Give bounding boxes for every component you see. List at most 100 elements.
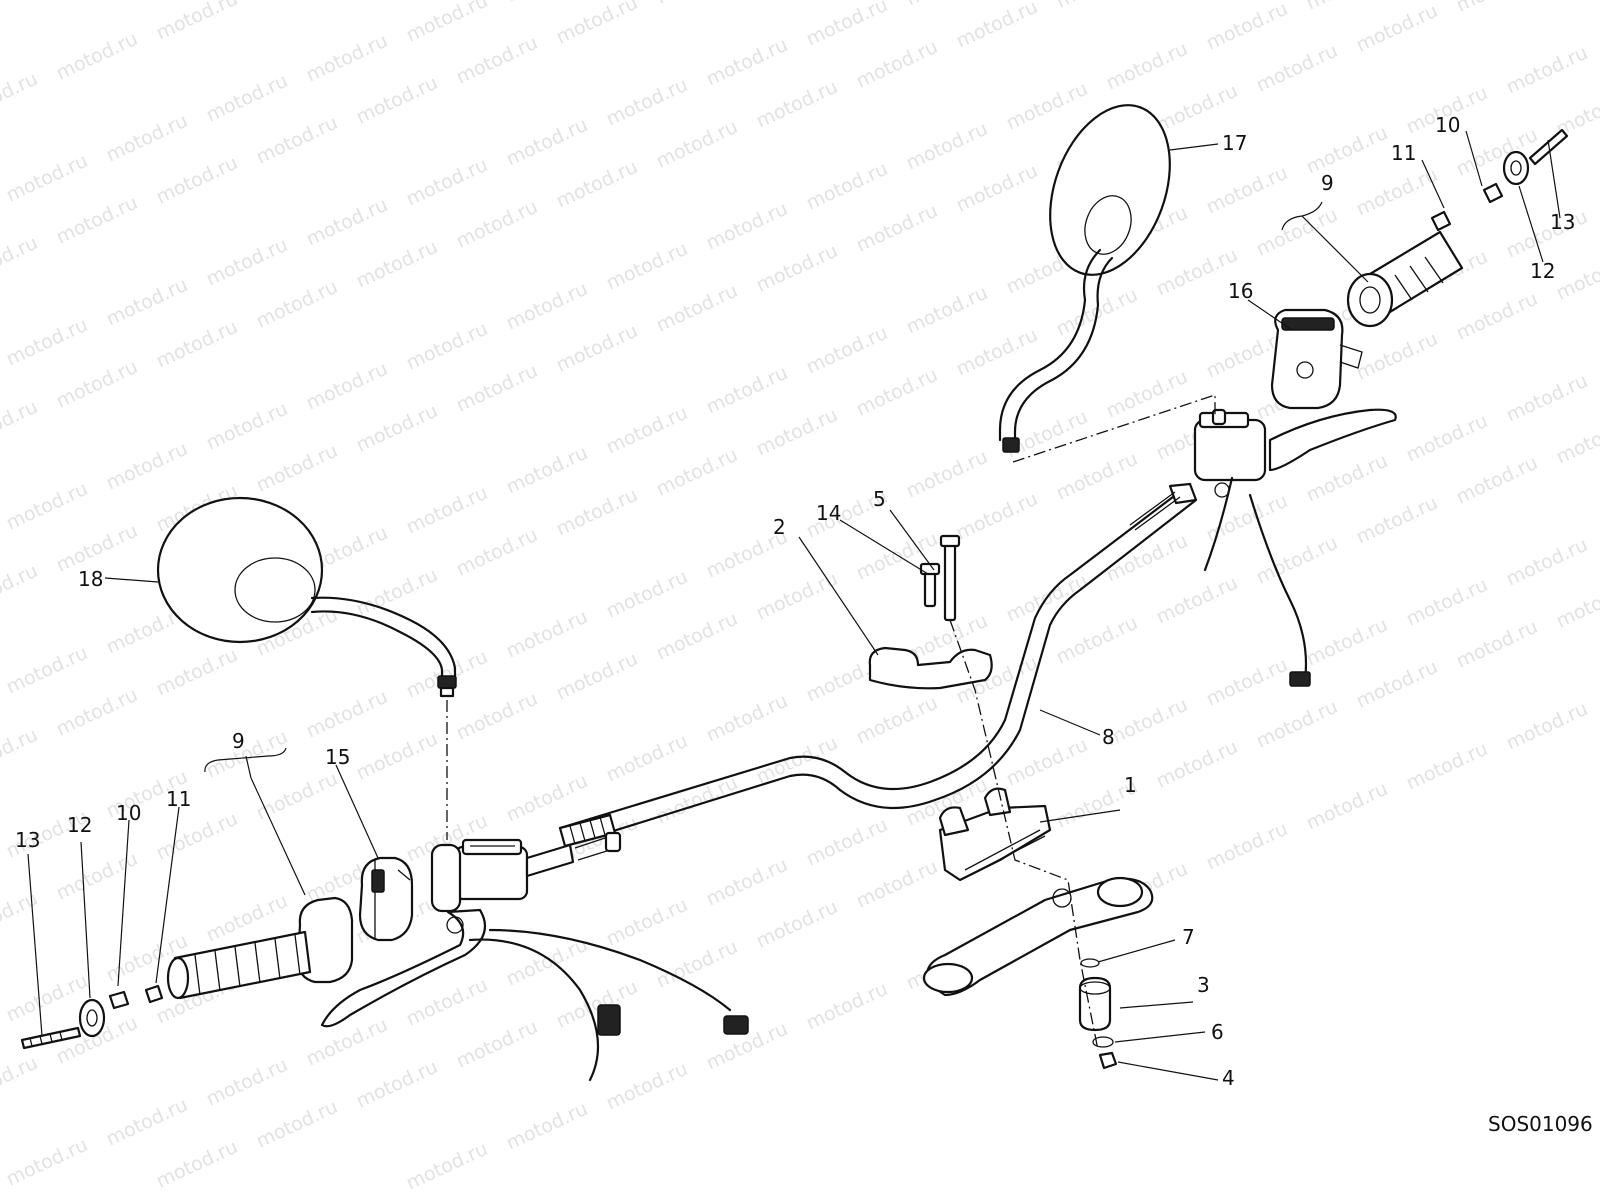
watermark-text: motod.ru [1353, 656, 1441, 713]
watermark-text: motod.ru [503, 442, 591, 499]
watermark-text: motod.ru [303, 1014, 391, 1071]
watermark-text: motod.ru [603, 402, 691, 459]
watermark-text: motod.ru [603, 74, 691, 131]
watermark-text: motod.ru [853, 200, 941, 257]
watermark-text: motod.ru [0, 1052, 41, 1109]
yoke-hardware-parts [1078, 958, 1118, 1070]
watermark-text: motod.ru [753, 404, 841, 461]
watermark-text: motod.ru [0, 560, 41, 617]
callout-3: 3 [1197, 973, 1210, 997]
watermark-text: motod.ru [953, 0, 1041, 53]
watermark-text: motod.ru [3, 1134, 91, 1191]
watermark-text: motod.ru [1003, 78, 1091, 135]
watermark-text: motod.ru [903, 118, 991, 175]
watermark-text: motod.ru [153, 0, 241, 45]
watermark-text: motod.ru [753, 240, 841, 297]
watermark-text: motod.ru [153, 1136, 241, 1193]
watermark-text: motod.ru [753, 896, 841, 953]
watermark-text: motod.ru [603, 1058, 691, 1115]
watermark-text: motod.ru [503, 114, 591, 171]
watermark-text: motod.ru [1503, 698, 1591, 755]
watermark-text: motod.ru [403, 482, 491, 539]
callout-9-right: 9 [1321, 171, 1334, 195]
assembly-lines [446, 394, 1216, 1051]
watermark-text: motod.ru [1303, 0, 1391, 15]
watermark-text: motod.ru [1303, 778, 1391, 835]
left-mirror-part [156, 496, 457, 698]
watermark-text: motod.ru [1103, 38, 1191, 95]
callout-4: 4 [1222, 1066, 1235, 1090]
watermark-text: motod.ru [653, 116, 741, 173]
watermark-text: motod.ru [753, 76, 841, 133]
right-master-cylinder-part [1193, 408, 1397, 687]
watermark-text: motod.ru [253, 1096, 341, 1153]
watermark-text: motod.ru [1453, 452, 1541, 509]
watermark-text: motod.ru [1453, 0, 1541, 17]
callout-11-right: 11 [1391, 141, 1416, 165]
callout-5: 5 [873, 487, 886, 511]
watermark-text: motod.ru [153, 316, 241, 373]
watermark-text: motod.ru [103, 110, 191, 167]
watermark-text: motod.ru [553, 648, 641, 705]
watermark-text: motod.ru [453, 32, 541, 89]
watermark-text: motod.ru [303, 194, 391, 251]
watermark-text: motod.ru [353, 400, 441, 457]
watermark-text: motod.ru [1203, 0, 1291, 55]
watermark-text: motod.ru [1403, 738, 1491, 795]
watermark-text: motod.ru [653, 444, 741, 501]
watermark-text: motod.ru [853, 692, 941, 749]
watermark-text: motod.ru [1153, 736, 1241, 793]
watermark-text: motod.ru [853, 364, 941, 421]
callout-9-left: 9 [232, 729, 245, 753]
watermark-text: motod.ru [1303, 122, 1391, 179]
watermark-text: motod.ru [603, 730, 691, 787]
watermark-text: motod.ru [1153, 572, 1241, 629]
watermark-text: motod.ru [1303, 614, 1391, 671]
watermark-text: motod.ru [1103, 366, 1191, 423]
drawing-code: SOS01096 [1488, 1112, 1593, 1136]
watermark-text: motod.ru [53, 684, 141, 741]
watermark-text: motod.ru [153, 152, 241, 209]
watermark-text: motod.ru [453, 360, 541, 417]
watermark-text: motod.ru [253, 276, 341, 333]
watermark-text: motod.ru [803, 322, 891, 379]
watermark-text: motod.ru [1253, 696, 1341, 753]
watermark-text: motod.ru [503, 770, 591, 827]
watermark-text: motod.ru [703, 198, 791, 255]
callout-12-left: 12 [67, 813, 92, 837]
watermark-text: motod.ru [853, 856, 941, 913]
watermark-text: motod.ru [1403, 574, 1491, 631]
handlebar-part [558, 482, 1198, 848]
watermark-text: motod.ru [1553, 412, 1600, 469]
watermark-text: motod.ru [1053, 0, 1141, 13]
right-mirror-part [998, 104, 1171, 453]
watermark-text: motod.ru [1353, 328, 1441, 385]
watermark-text: motod.ru [653, 772, 741, 829]
watermark-text: motod.ru [1403, 410, 1491, 467]
callout-16: 16 [1228, 279, 1253, 303]
watermark-text: motod.ru [303, 686, 391, 743]
watermark-text: motod.ru [1503, 206, 1591, 263]
watermark-text: motod.ru [1153, 80, 1241, 137]
callout-10-right: 10 [1435, 113, 1460, 137]
left-switch-part [358, 856, 414, 942]
watermark-text: motod.ru [703, 854, 791, 911]
watermark-text: motod.ru [953, 160, 1041, 217]
watermark-text: motod.ru [1303, 450, 1391, 507]
watermark-text: motod.ru [1353, 492, 1441, 549]
watermark-text: motod.ru [3, 642, 91, 699]
watermark-text: motod.ru [53, 848, 141, 905]
watermark-text: motod.ru [1503, 534, 1591, 591]
watermark-text: motod.ru [553, 484, 641, 541]
watermark-text: motod.ru [3, 150, 91, 207]
watermark-text: motod.ru [703, 690, 791, 747]
watermark-text: motod.ru [0, 232, 41, 289]
watermark-text: motod.ru [1053, 448, 1141, 505]
handlebar-clamp-part [868, 534, 993, 690]
watermark-text: motod.ru [3, 970, 91, 1027]
watermark-text: motod.ru [403, 0, 491, 47]
left-master-cylinder-part [320, 831, 749, 1082]
watermark-text: motod.ru [903, 446, 991, 503]
watermark-text: motod.ru [1553, 248, 1600, 305]
